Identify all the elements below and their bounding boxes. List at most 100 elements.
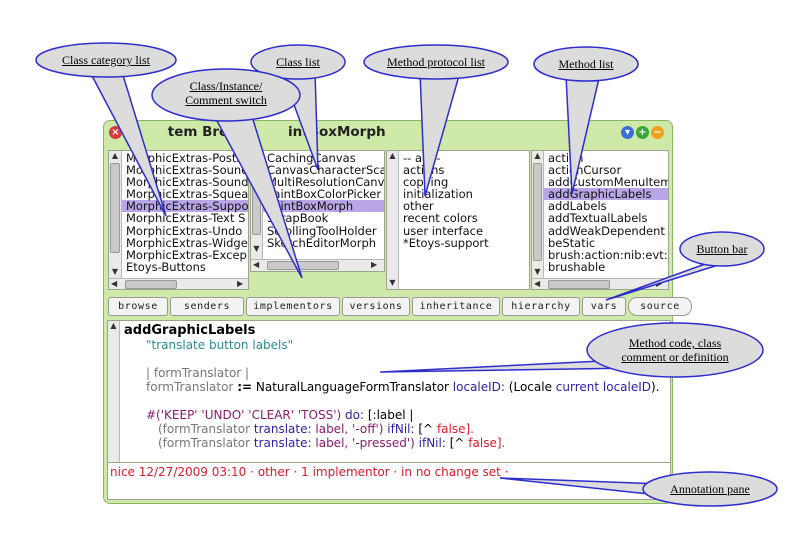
- scroll-up-icon[interactable]: ▲: [534, 151, 541, 160]
- method-item[interactable]: brushable: [548, 259, 606, 274]
- close-icon[interactable]: ×: [109, 126, 122, 139]
- hscroll-thumb[interactable]: [267, 261, 339, 270]
- scroll-left-icon[interactable]: ◀: [534, 279, 541, 288]
- menu-icon[interactable]: ▾: [621, 126, 634, 139]
- class-item[interactable]: CachingCanvas: [267, 151, 356, 165]
- method-item[interactable]: addTextualLabels: [548, 211, 648, 226]
- scroll-right-icon[interactable]: ▶: [237, 279, 244, 288]
- class-category-scrollbar[interactable]: ▲ ▼: [109, 151, 122, 289]
- class-category-item[interactable]: Etoys-Buttons: [126, 259, 206, 274]
- callout-pointer: [605, 261, 729, 301]
- scroll-down-icon[interactable]: ▼: [389, 278, 396, 287]
- protocol-item[interactable]: initialization: [403, 187, 473, 202]
- callout-bubble-method-list: [533, 46, 639, 82]
- scroll-thumb[interactable]: [533, 163, 542, 261]
- class-item[interactable]: PaintBoxColorPicker: [267, 187, 382, 202]
- class-category-item[interactable]: MorphicExtras-Undo: [126, 223, 243, 238]
- class-item[interactable]: ScrollingToolHolder: [267, 223, 377, 238]
- hscroll-thumb[interactable]: [548, 280, 610, 289]
- scroll-down-icon[interactable]: ▼: [253, 244, 260, 253]
- callout-label-switch: Class/Instance/ Comment switch: [185, 79, 267, 107]
- annotation-pane[interactable]: nice 12/27/2009 03:10 · other · 1 implem…: [107, 462, 671, 500]
- callout-pointer: [208, 107, 303, 279]
- method-item[interactable]: addGraphicLabels: [544, 188, 668, 200]
- class-category-item[interactable]: MorphicExtras-Suppo: [122, 200, 248, 212]
- protocol-scrollbar[interactable]: ▲ ▼: [387, 151, 399, 289]
- class-item[interactable]: PaintBoxMorph: [263, 200, 384, 212]
- class-category-item[interactable]: MorphicExtras-Posts: [126, 151, 243, 165]
- protocol-item[interactable]: recent colors: [403, 211, 478, 226]
- button-senders[interactable]: senders: [170, 297, 244, 316]
- protocol-item[interactable]: *Etoys-support: [403, 235, 489, 250]
- callout-bubble-class-category: [35, 42, 177, 78]
- class-category-hscroll[interactable]: ◀ ▶: [109, 278, 248, 289]
- callout-label-class-list: Class list: [276, 55, 320, 69]
- callout-bubble-class-list: [250, 44, 346, 80]
- class-item[interactable]: MultiResolutionCanva: [267, 175, 385, 190]
- callout-bubble-button-bar: [679, 231, 765, 267]
- button-vars[interactable]: vars: [582, 297, 626, 316]
- code-pane[interactable]: ▲ addGraphicLabels "translate button lab…: [107, 320, 671, 464]
- button-versions[interactable]: versions: [342, 297, 410, 316]
- button-browse[interactable]: browse: [108, 297, 168, 316]
- scroll-thumb[interactable]: [110, 163, 120, 253]
- method-item[interactable]: brush:action:nib:evt:: [548, 247, 668, 262]
- method-item[interactable]: addLabels: [548, 199, 607, 214]
- code-line-1: formTranslator := NaturalLanguageFormTra…: [146, 380, 660, 394]
- method-code[interactable]: addGraphicLabels "translate button label…: [124, 323, 660, 451]
- method-protocol-list[interactable]: ▲ ▼ -- all --actionscopyinginitializatio…: [386, 150, 530, 290]
- class-category-item[interactable]: MorphicExtras-Excep: [126, 247, 247, 262]
- scroll-left-icon[interactable]: ◀: [253, 260, 260, 269]
- method-item[interactable]: addCustomMenuItems: [548, 175, 669, 190]
- callout-label-method-list: Method list: [558, 57, 614, 71]
- expand-icon[interactable]: +: [636, 126, 649, 139]
- scroll-down-icon[interactable]: ▼: [534, 267, 541, 276]
- scroll-down-icon[interactable]: ▼: [111, 267, 119, 276]
- method-item[interactable]: beStatic: [548, 235, 596, 250]
- method-item[interactable]: actionCursor: [548, 163, 622, 178]
- callout-label-button-bar: Button bar: [696, 242, 748, 256]
- scroll-left-icon[interactable]: ◀: [111, 279, 118, 288]
- callout-bubble-method-code: [586, 322, 764, 378]
- class-category-item[interactable]: MorphicExtras-Widge: [126, 235, 248, 250]
- callout-pointer: [565, 73, 601, 195]
- button-hierarchy[interactable]: hierarchy: [502, 297, 580, 316]
- button-implementors[interactable]: implementors: [246, 297, 340, 316]
- annotation-text: nice 12/27/2009 03:10 · other · 1 implem…: [110, 465, 509, 479]
- button-inheritance[interactable]: inheritance: [412, 297, 500, 316]
- method-selector: addGraphicLabels: [124, 323, 256, 338]
- scroll-up-icon[interactable]: ▲: [111, 151, 119, 160]
- scroll-up-icon[interactable]: ▲: [389, 151, 396, 160]
- button-source[interactable]: source: [628, 297, 692, 316]
- code-line-3: (formTranslator translate: label, '-off'…: [158, 422, 474, 436]
- collapse-icon[interactable]: −: [651, 126, 664, 139]
- class-item[interactable]: SketchEditorMorph: [267, 235, 377, 250]
- code-scrollbar[interactable]: ▲: [108, 321, 120, 463]
- method-comment: "translate button labels": [146, 338, 294, 352]
- protocol-item[interactable]: user interface: [403, 223, 484, 238]
- callout-label-class-category: Class category list: [62, 53, 150, 67]
- method-item[interactable]: addWeakDependent: [548, 223, 665, 238]
- code-line-2: #('KEEP' 'UNDO' 'CLEAR' 'TOSS') do: [:la…: [146, 408, 414, 422]
- callout-bubble-annotation: [642, 471, 778, 507]
- callout-bubble-protocol: [363, 44, 509, 80]
- method-temps: | formTranslator |: [146, 366, 250, 380]
- callout-label-protocol: Method protocol list: [387, 55, 485, 69]
- class-list-hscroll[interactable]: ◀ ▶: [251, 259, 384, 271]
- scroll-right-icon[interactable]: ▶: [371, 260, 378, 269]
- callout-pointer: [419, 71, 461, 197]
- method-list-scrollbar[interactable]: ▲ ▼: [532, 151, 544, 289]
- class-category-item[interactable]: MorphicExtras-Text S: [126, 211, 246, 226]
- class-item[interactable]: CanvasCharacterSca: [267, 163, 385, 178]
- hscroll-thumb[interactable]: [125, 280, 177, 289]
- class-category-item[interactable]: MorphicExtras-Sound: [126, 163, 249, 178]
- protocol-item[interactable]: other: [403, 199, 434, 214]
- scroll-up-icon[interactable]: ▲: [110, 321, 117, 330]
- code-line-4: (formTranslator translate: label, '-pres…: [158, 436, 506, 450]
